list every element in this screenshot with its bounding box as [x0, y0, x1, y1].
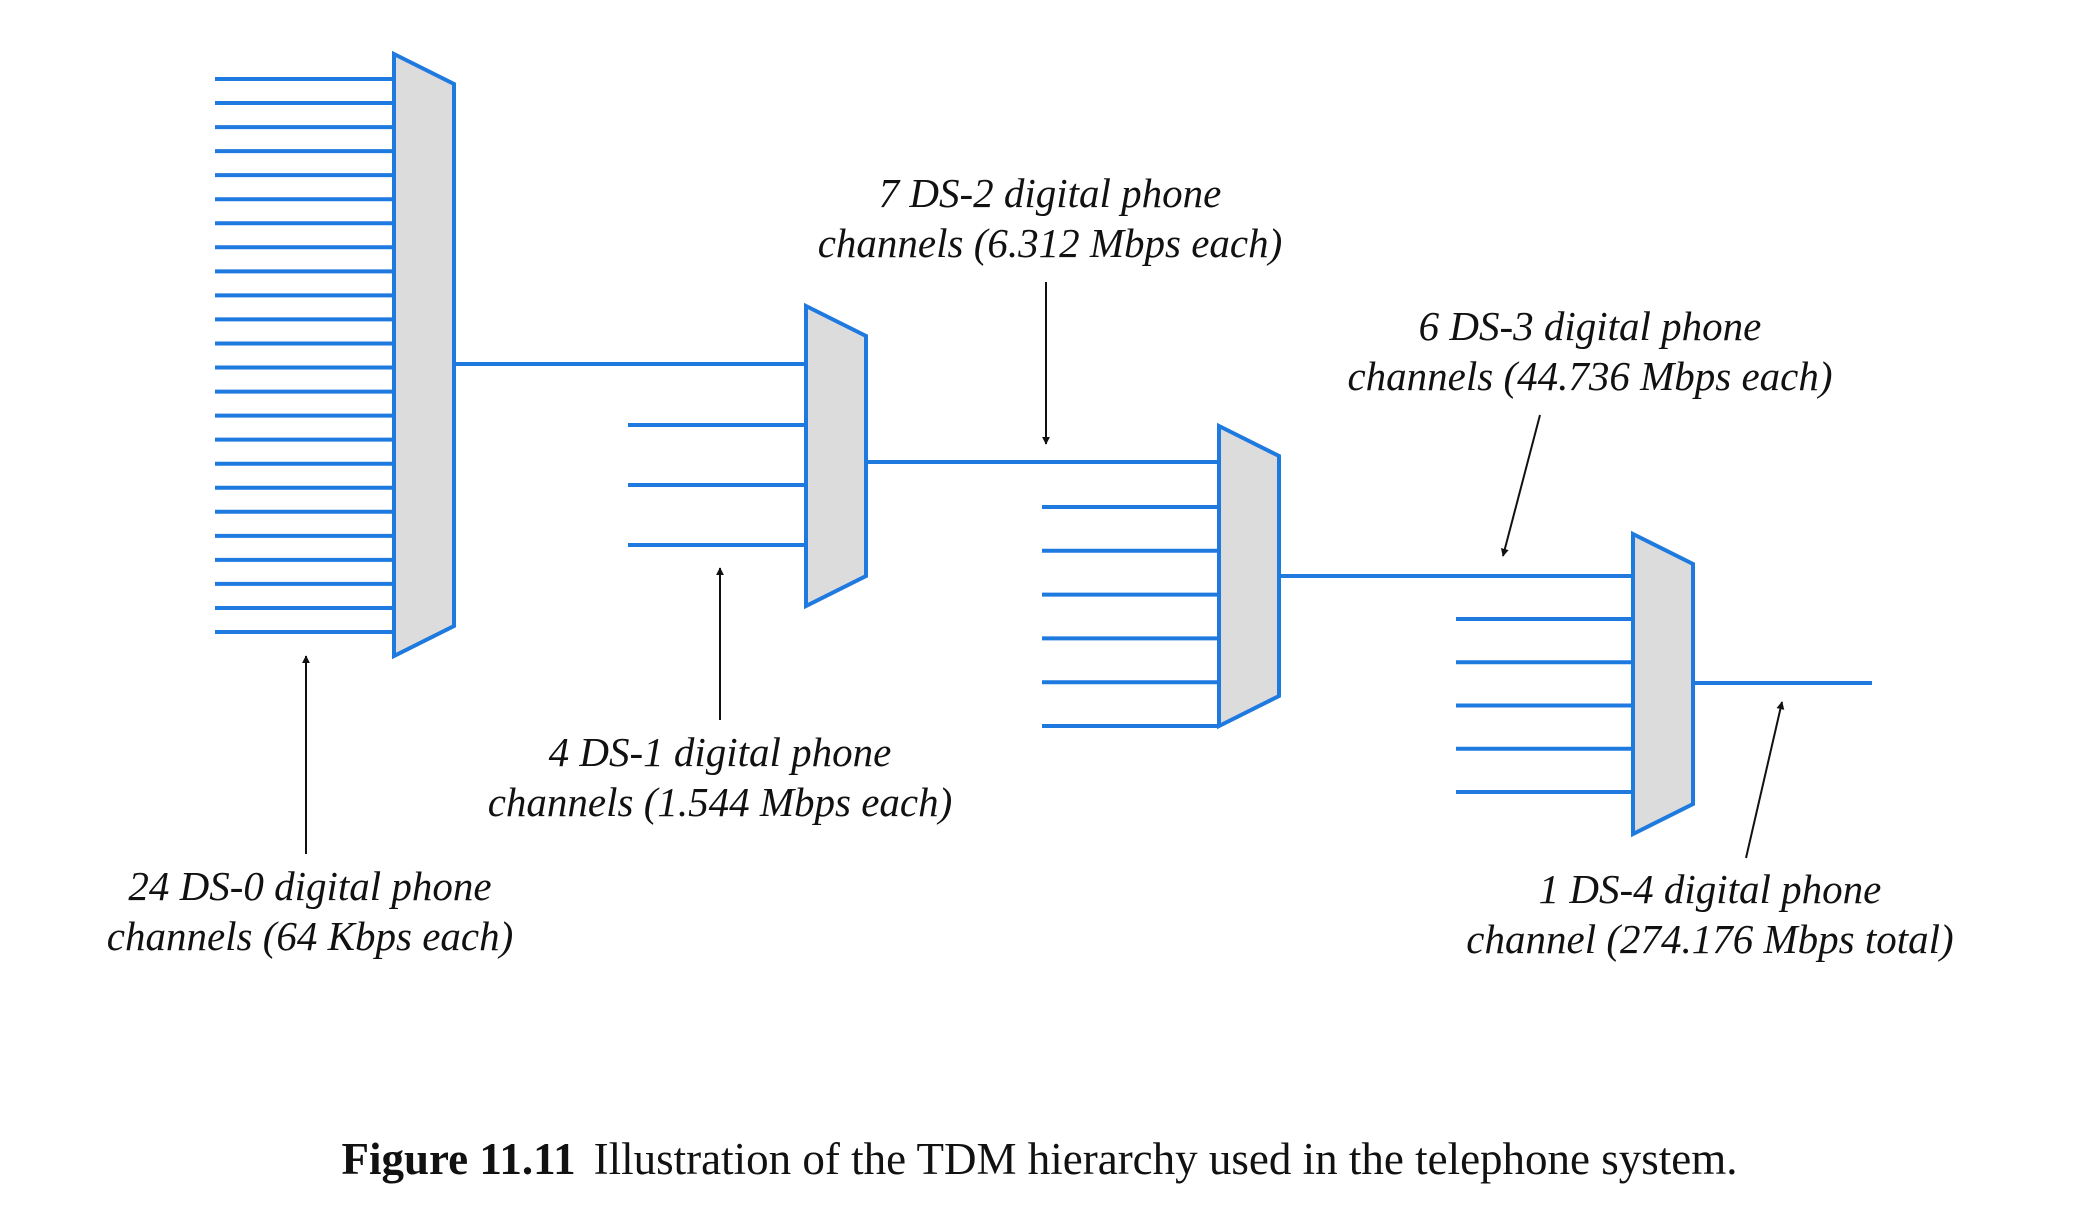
label-ds0-channels: 24 DS-0 digital phone channels (64 Kbps …: [106, 863, 514, 959]
arrow-ds3: [1500, 414, 1541, 557]
mux-ds2-stage: [1042, 422, 1633, 730]
mux-ds1-stage: [628, 302, 1219, 610]
label-ds4-channel: 1 DS-4 digital phone channel (274.176 Mb…: [1466, 866, 1954, 962]
label-ds2-channels: 7 DS-2 digital phone channels (6.312 Mbp…: [817, 170, 1283, 266]
multiplexer-ds3: [1631, 530, 1695, 838]
figure-caption: Figure 11.11 Illustration of the TDM hier…: [0, 1133, 2079, 1185]
figure-number: Figure 11.11: [341, 1134, 576, 1184]
label-ds1-channels: 4 DS-1 digital phone channels (1.544 Mbp…: [487, 729, 953, 825]
arrow-ds4: [1745, 701, 1785, 859]
multiplexer-ds1: [804, 302, 868, 610]
label-ds3-channels: 6 DS-3 digital phone channels (44.736 Mb…: [1347, 303, 1833, 399]
figure-caption-text: Illustration of the TDM hierarchy used i…: [593, 1134, 1738, 1184]
mux-ds3-stage: [1456, 530, 1872, 838]
mux-ds0-stage: [215, 50, 806, 660]
multiplexer-ds2: [1217, 422, 1281, 730]
multiplexer-ds0: [392, 50, 456, 660]
